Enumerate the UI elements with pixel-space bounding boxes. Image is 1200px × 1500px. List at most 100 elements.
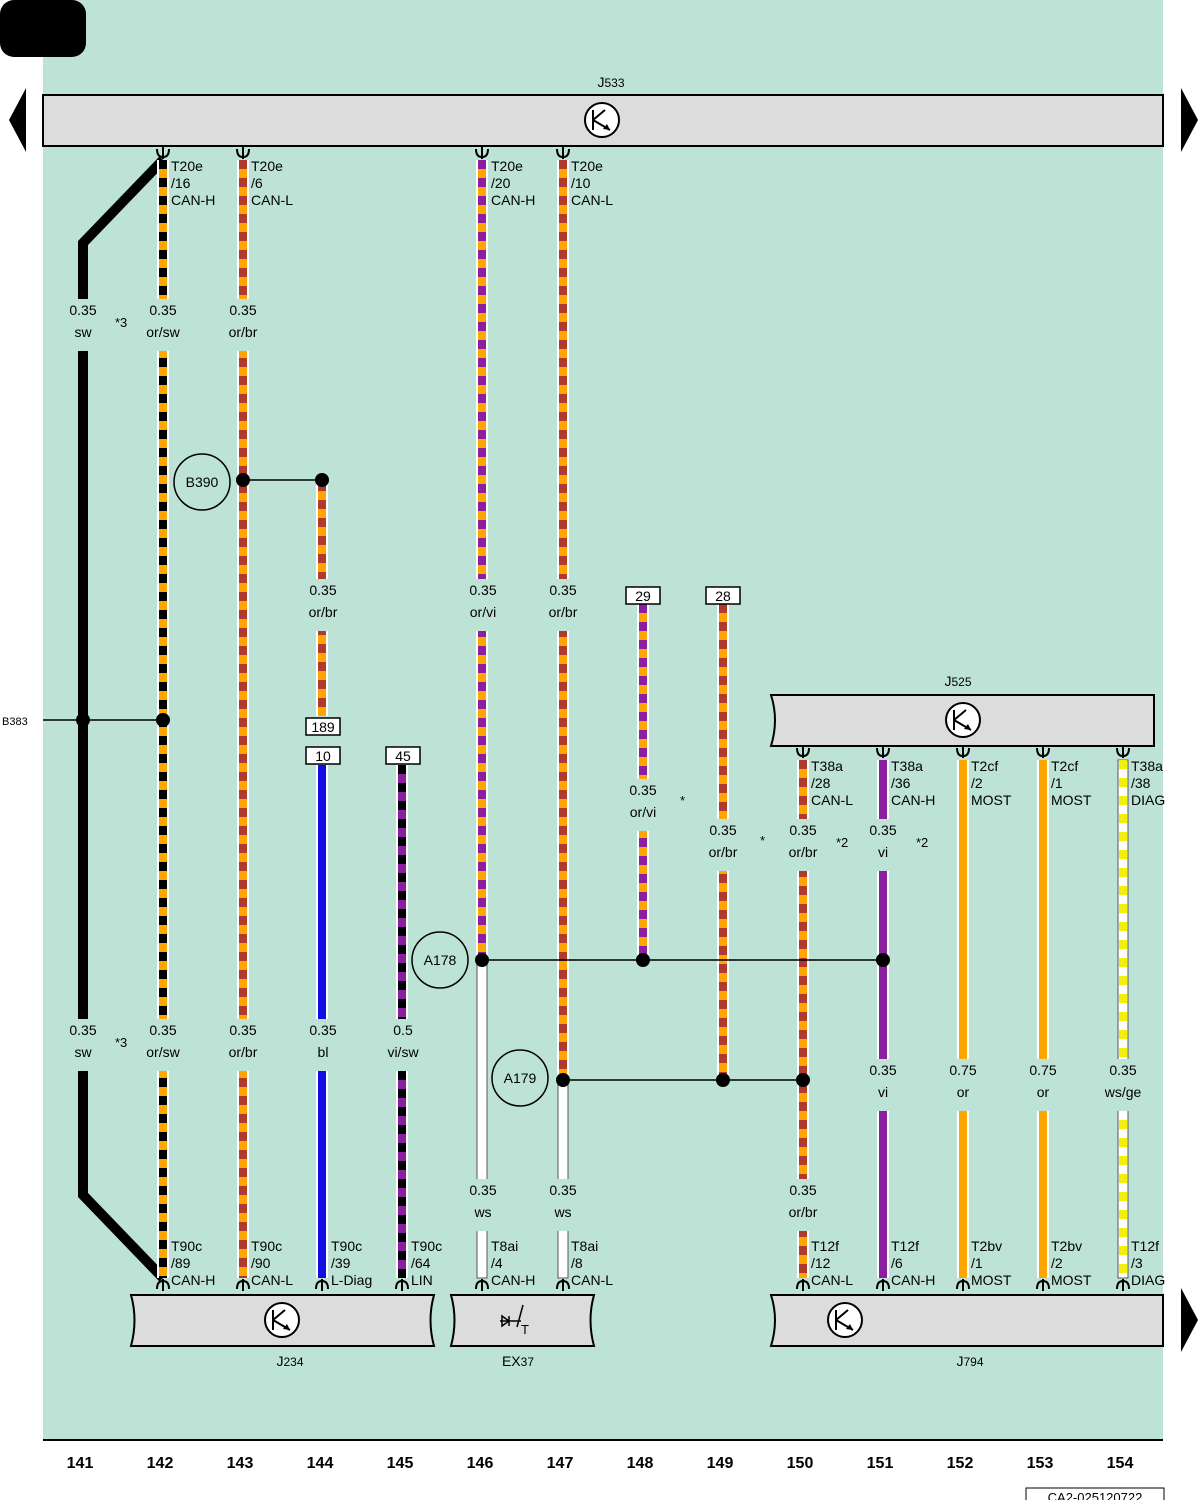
reference-box-r189[interactable]: 189 (305, 717, 341, 736)
wire-color-w151b: vi (878, 1084, 888, 1100)
label-gap (698, 819, 748, 871)
component-J525[interactable]: J525 (769, 673, 1155, 747)
wire-size-w141a: 0.35 (69, 302, 96, 318)
pin-connector-p152b: T2bv (971, 1238, 1002, 1254)
pin-signal-p151b: CAN-H (891, 1272, 935, 1288)
pin-connector-p151t: T38a (891, 758, 923, 774)
splice-dot (636, 953, 650, 967)
svg-text:45: 45 (395, 748, 411, 764)
pin-connector-p146b: T8ai (491, 1238, 518, 1254)
track-number: 153 (1027, 1455, 1054, 1472)
track-number: 149 (707, 1455, 734, 1472)
pin-signal-p146t: CAN-H (491, 192, 535, 208)
label-gap (378, 1019, 428, 1071)
pin-number-p144b: /39 (331, 1255, 351, 1271)
wire-152-or[interactable] (957, 760, 969, 1278)
wire-color-w148: or/vi (630, 804, 656, 820)
pin-number-p145b: /64 (411, 1255, 431, 1271)
pin-connector-p151b: T12f (891, 1238, 919, 1254)
reference-box-r45[interactable]: 45 (385, 746, 421, 765)
next-page-arrow-lower-icon[interactable] (1181, 1288, 1198, 1352)
pin-connector-p144b: T90c (331, 1238, 362, 1254)
pin-signal-p146b: CAN-H (491, 1272, 535, 1288)
component-J234[interactable]: J234 (129, 1294, 436, 1369)
wire-size-w147b: 0.35 (549, 1182, 576, 1198)
pin-signal-p152t: MOST (971, 792, 1012, 808)
J525-label: J525 (944, 673, 971, 689)
label-gap (298, 1019, 348, 1071)
pin-connector-p150b: T12f (811, 1238, 839, 1254)
connector-pin-icon (956, 746, 970, 758)
track-number: 151 (867, 1455, 894, 1472)
splice-dot (716, 1073, 730, 1087)
track-number: 146 (467, 1455, 494, 1472)
pin-signal-p153t: MOST (1051, 792, 1092, 808)
track-number: 150 (787, 1455, 814, 1472)
svg-text:A178: A178 (424, 952, 457, 968)
pin-number-p142b: /89 (171, 1255, 191, 1271)
prev-page-arrow-icon[interactable] (9, 88, 26, 152)
wire-154-ws-ge[interactable] (1117, 759, 1129, 1279)
next-page-arrow-icon[interactable] (1181, 88, 1198, 152)
wire-size-w144b: 0.35 (309, 1022, 336, 1038)
label-gap (538, 1179, 588, 1231)
splice-dot (156, 713, 170, 727)
label-gap (218, 299, 268, 351)
junction-B390[interactable]: B390 (173, 453, 231, 511)
wire-size-w150a: 0.35 (789, 822, 816, 838)
wire-size-w151a: 0.35 (869, 822, 896, 838)
component-J533[interactable]: J533 (42, 74, 1164, 147)
pin-signal-p154t: DIAG (1131, 792, 1165, 808)
pin-signal-p151t: CAN-H (891, 792, 935, 808)
wire-color-w147b: ws (553, 1204, 571, 1220)
label-gap (66, 299, 100, 351)
pin-connector-p146t: T20e (491, 158, 523, 174)
junction-A179[interactable]: A179 (491, 1049, 549, 1107)
wire-color-w144a: or/br (309, 604, 338, 620)
svg-text:189: 189 (311, 719, 335, 735)
svg-text:B390: B390 (186, 474, 219, 490)
label-gap (778, 1179, 828, 1231)
splice-dot (236, 473, 250, 487)
wire-size-w144a: 0.35 (309, 582, 336, 598)
component-EX37[interactable]: EX37 T (449, 1294, 596, 1369)
label-gap (938, 1059, 988, 1111)
pin-number-p147b: /8 (571, 1255, 583, 1271)
component-J794[interactable]: J794 (769, 1294, 1164, 1369)
splice-dot (556, 1073, 570, 1087)
connector-pin-icon (236, 1279, 250, 1291)
label-gap (138, 1019, 188, 1071)
document-code: CA2-025120722 (1025, 1487, 1165, 1500)
reference-box-r29[interactable]: 29 (625, 586, 661, 605)
reference-box-r28[interactable]: 28 (705, 586, 741, 605)
wire-size-w148: 0.35 (629, 782, 656, 798)
control-unit-icon (264, 1302, 300, 1338)
wire-146-or-vi[interactable] (476, 160, 488, 960)
connector-pin-icon (556, 1279, 570, 1291)
wire-size-w141b: 0.35 (69, 1022, 96, 1038)
page-tab-marker (0, 0, 86, 57)
label-gap (218, 1019, 268, 1071)
J234-label: J234 (276, 1353, 303, 1369)
note-3-lower: *3 (115, 1035, 127, 1050)
junction-A178[interactable]: A178 (411, 931, 469, 989)
wire-color-w151a: vi (878, 844, 888, 860)
wire-size-w143b: 0.35 (229, 1022, 256, 1038)
pin-number-p146t: /20 (491, 175, 511, 191)
track-number: 144 (307, 1455, 334, 1472)
track-number: 143 (227, 1455, 254, 1472)
reference-box-r10[interactable]: 10 (305, 746, 341, 765)
wire-size-w147a: 0.35 (549, 582, 576, 598)
pin-number-p152b: /1 (971, 1255, 983, 1271)
pin-number-p152t: /2 (971, 775, 983, 791)
wire-153-or[interactable] (1037, 760, 1049, 1278)
wire-150-or-br[interactable] (797, 760, 809, 1278)
pin-connector-p147b: T8ai (571, 1238, 598, 1254)
wire-151-vi[interactable] (877, 760, 889, 1278)
connector-pin-icon (1116, 1279, 1130, 1291)
track-number: 152 (947, 1455, 974, 1472)
pin-number-p154b: /3 (1131, 1255, 1143, 1271)
connector-pin-icon (796, 746, 810, 758)
pin-connector-p152t: T2cf (971, 758, 998, 774)
wire-size-w146a: 0.35 (469, 582, 496, 598)
